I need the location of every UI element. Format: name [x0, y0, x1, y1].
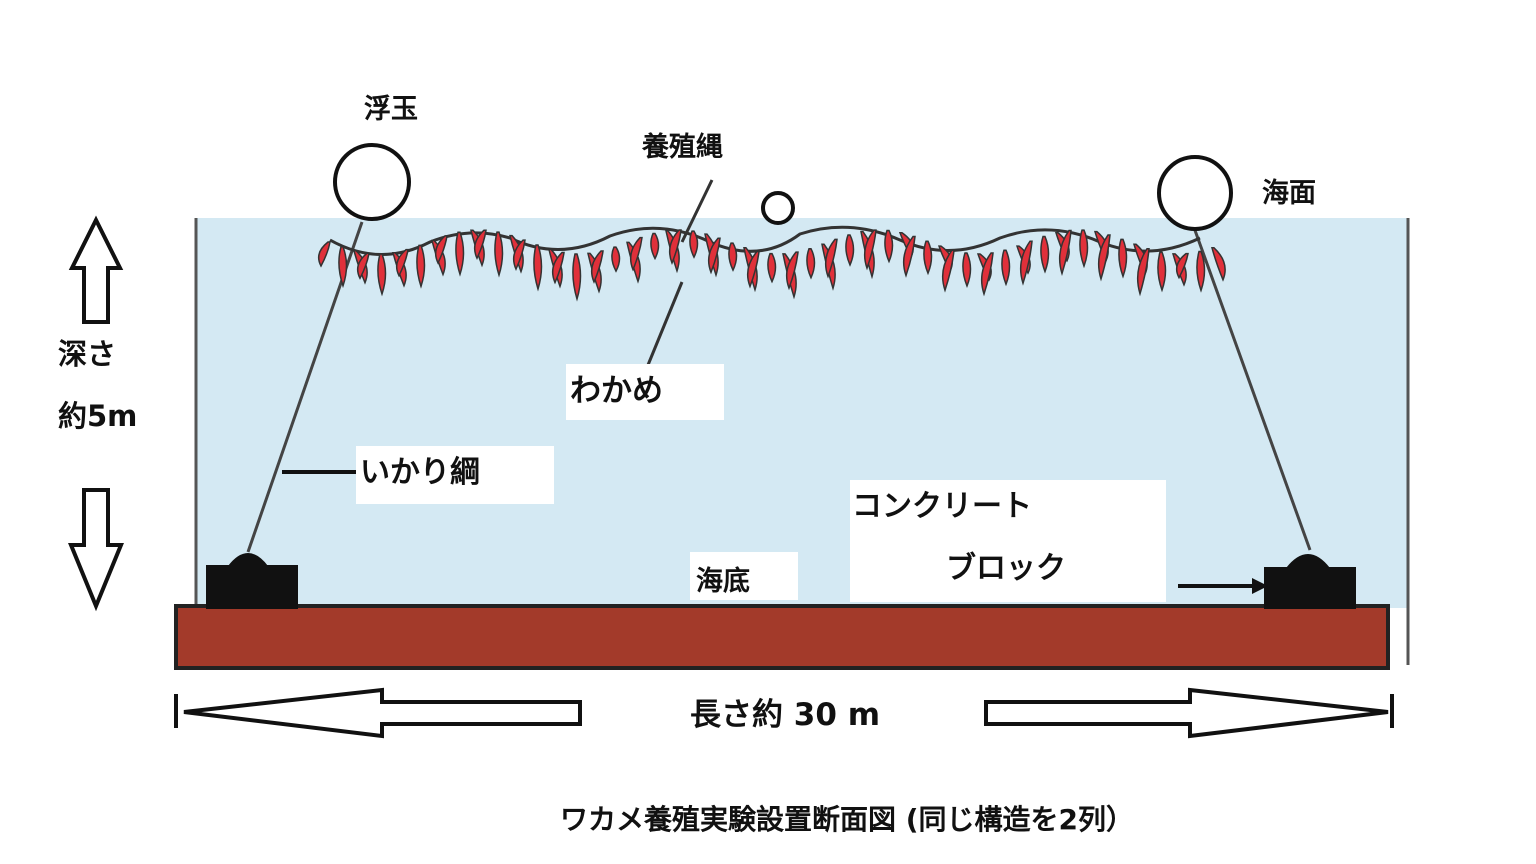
wakame-strand	[455, 231, 465, 277]
wakame-strand	[845, 234, 855, 267]
anchor-rope-label-bg	[356, 446, 554, 504]
wakame-strand	[317, 241, 331, 268]
wakame-strand	[923, 240, 933, 276]
float-label: 浮玉	[364, 94, 418, 125]
float-left	[333, 143, 411, 221]
wakame-strand	[1097, 234, 1111, 282]
wakame-strand	[884, 229, 894, 264]
depth-arrow-up	[68, 215, 124, 324]
concrete-label-bg	[850, 480, 1166, 602]
sea-surface-label: 海面	[1262, 178, 1316, 209]
culture-rope-label: 養殖縄	[642, 132, 723, 163]
wakame-strand	[1157, 251, 1167, 293]
wakame-strand	[941, 249, 955, 293]
diagram-caption: ワカメ養殖実験設置断面図 (同じ構造を2列）	[560, 803, 1135, 836]
wakame-strand	[824, 238, 838, 279]
anchor-rope-label: いかり綱	[360, 455, 480, 490]
wakame-strand	[806, 247, 816, 280]
wakame-strand	[629, 236, 643, 272]
seabed-label-bg	[690, 552, 798, 600]
wakame-strand	[1079, 229, 1089, 269]
wakame-strand	[416, 244, 426, 289]
wakame-strand	[434, 235, 448, 265]
wakame-strand	[1019, 240, 1033, 286]
culture-rope-leader	[680, 179, 714, 243]
wakame-strand	[377, 253, 387, 297]
wakame-strand	[1058, 229, 1072, 277]
concrete-label: コンクリート	[852, 489, 1032, 524]
wakame-strand	[902, 235, 916, 278]
wakame-strand	[785, 251, 799, 291]
length-label: 長さ約 30 m	[690, 697, 881, 733]
wakame-label-bg	[566, 364, 724, 420]
wakame-strand	[494, 231, 504, 278]
wakame-strand	[356, 252, 370, 280]
wakame-strand	[707, 237, 721, 275]
wakame-strand	[611, 246, 621, 273]
wakame-strand	[338, 246, 348, 289]
wakame-strand	[728, 242, 738, 272]
wakame-strand	[668, 229, 682, 266]
wakame-strand	[1196, 250, 1206, 293]
concrete-block-left	[206, 553, 298, 609]
length-arrow-left	[174, 687, 582, 739]
wakame-leader	[646, 281, 684, 366]
wakame-strand	[962, 252, 972, 289]
length-arrow-right	[984, 687, 1394, 739]
wakame-label: わかめ	[570, 373, 663, 409]
wakame-strand	[473, 229, 487, 260]
wakame-strand	[590, 250, 604, 284]
wakame-strand	[395, 248, 409, 278]
concrete-block-right	[1264, 554, 1356, 609]
depth-label: 深さ	[58, 337, 117, 371]
seabed-slab	[174, 604, 1390, 670]
wakame-strand	[1040, 235, 1050, 274]
wakame-strand	[1001, 249, 1011, 287]
wakame-seaweed-group	[317, 229, 1226, 302]
wakame-strand	[1136, 247, 1150, 297]
anchor-rope-right	[1190, 221, 1312, 551]
depth-value-label: 約5m	[58, 399, 138, 433]
float-center	[761, 191, 795, 225]
float-right	[1157, 155, 1233, 231]
wakame-strand	[689, 230, 699, 259]
wakame-strand	[746, 250, 760, 289]
wakame-strand	[650, 232, 660, 261]
concrete-block-pointer	[1178, 578, 1268, 594]
wakame-strand	[533, 244, 543, 292]
wakame-strand	[767, 252, 777, 284]
wakame-strand	[1175, 252, 1189, 280]
seabed-label: 海底	[696, 566, 750, 597]
wakame-strand	[863, 229, 877, 271]
wakame-strand	[1118, 238, 1128, 279]
wakame-strand	[512, 239, 526, 271]
water-body	[196, 218, 1408, 608]
depth-arrow-down	[68, 488, 124, 612]
wakame-strand	[572, 253, 582, 302]
wakame-strand	[980, 252, 994, 297]
block-label: ブロック	[946, 551, 1066, 586]
wakame-strand	[1211, 247, 1226, 282]
wakame-strand	[551, 251, 565, 285]
